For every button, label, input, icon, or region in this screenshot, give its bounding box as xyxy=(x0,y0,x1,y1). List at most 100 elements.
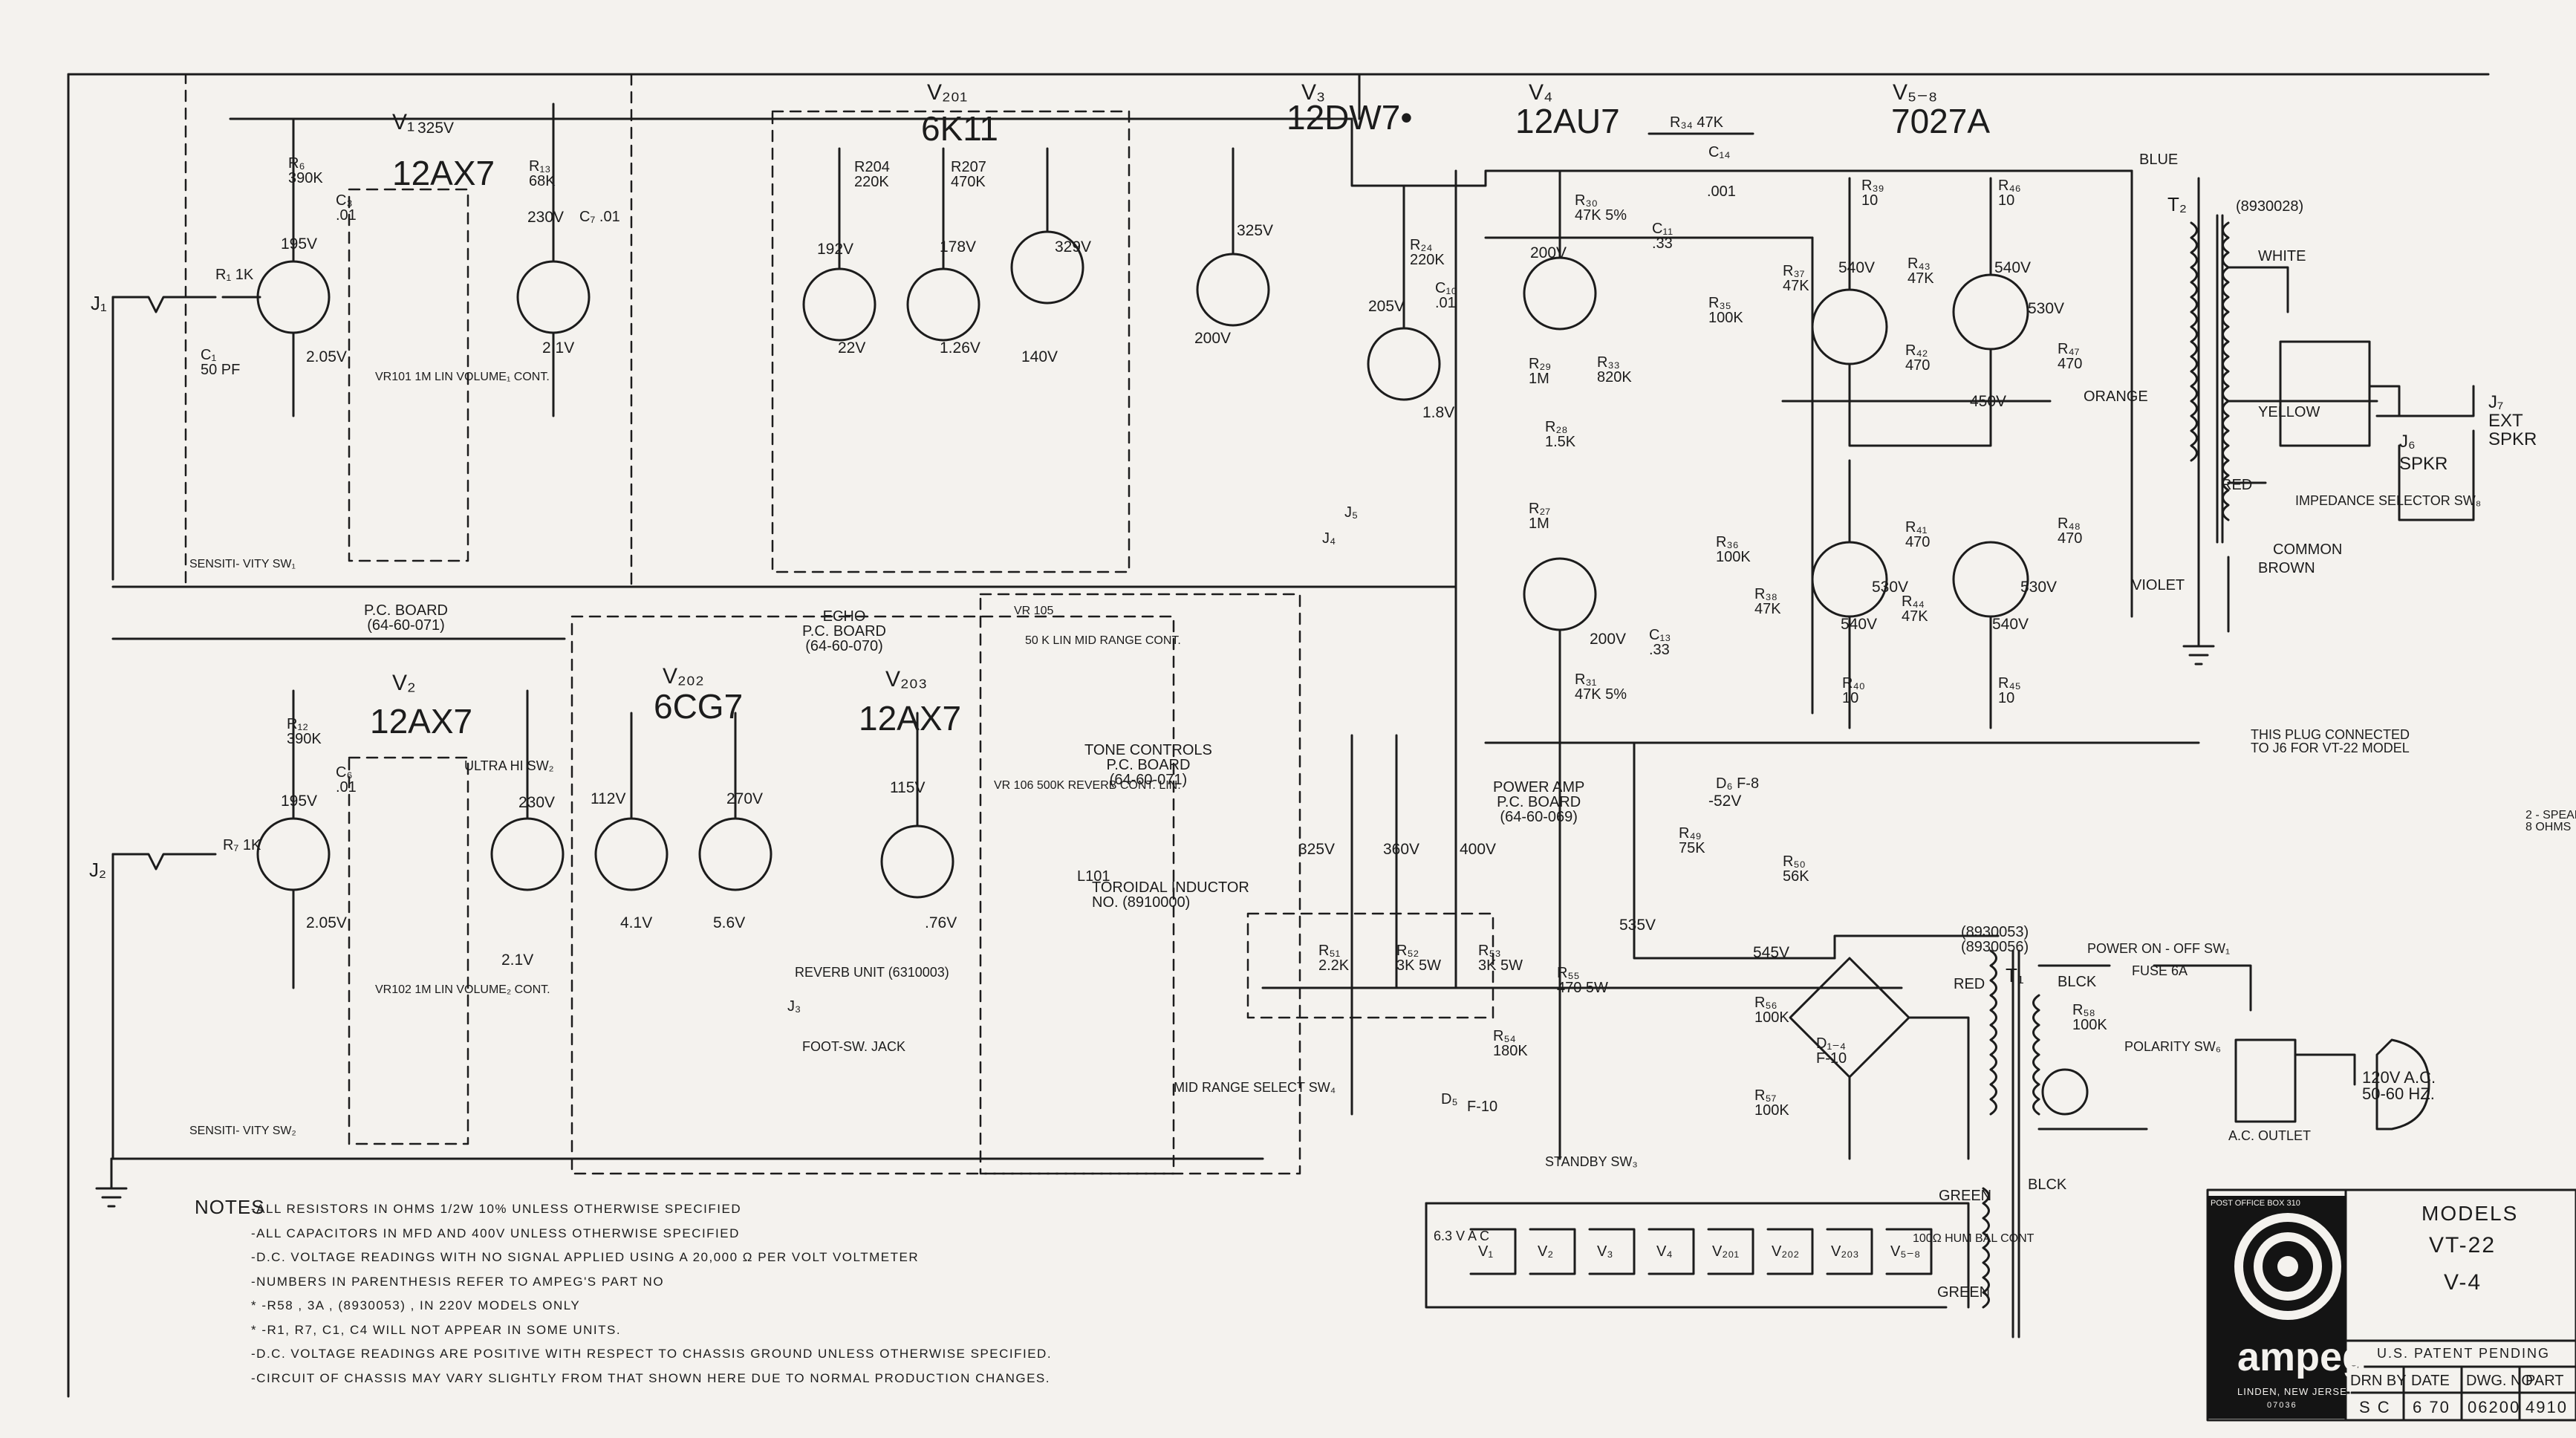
models-label: MODELS xyxy=(2421,1202,2519,1225)
note-line: -NUMBERS IN PARENTHESIS REFER TO AMPEG'S… xyxy=(251,1274,665,1289)
c6-label: C₆.01 xyxy=(336,764,357,796)
v2-designator: V₂ xyxy=(392,671,416,695)
voltage-label: 2.1V xyxy=(542,339,575,357)
t2-part: (8930028) xyxy=(2236,198,2304,215)
voltage-label: 325V xyxy=(1237,222,1274,239)
c11-label: C₁₁.33 xyxy=(1652,221,1673,252)
echo-board-outline xyxy=(771,110,1131,573)
wire-red: RED xyxy=(2221,477,2253,493)
voltage-label: 205V xyxy=(1368,298,1405,315)
v202-type: 6CG7 xyxy=(654,687,744,726)
heater-v202: V₂₀₂ xyxy=(1772,1243,1800,1260)
notes-title: NOTES xyxy=(195,1196,265,1218)
col-header-part: PART xyxy=(2525,1373,2564,1389)
col-header-drn: DRN BY xyxy=(2350,1373,2407,1389)
voltage-label: 535V xyxy=(1619,917,1656,934)
ampeg-logo-icon xyxy=(2234,1213,2341,1320)
v2-type: 12AX7 xyxy=(370,702,473,741)
pc-board-outline xyxy=(184,73,633,588)
heater-v2: V₂ xyxy=(1538,1243,1554,1260)
d6-label: D₆ F-8 xyxy=(1716,775,1760,792)
voltage-label: 230V xyxy=(527,209,565,226)
v3-designator: V₃ xyxy=(1301,80,1326,105)
v1-type: 12AX7 xyxy=(392,154,495,192)
voltage-label: -52V xyxy=(1708,793,1742,810)
voltage-label: 400V xyxy=(1460,841,1497,858)
heater-v203: V₂₀₃ xyxy=(1831,1243,1859,1260)
voltage-label: 540V xyxy=(1992,616,2029,633)
voltage-label: 325V xyxy=(417,120,455,137)
voltage-label: 270V xyxy=(726,790,764,807)
v5-8-designator: V₅₋₈ xyxy=(1893,80,1938,105)
voltage-label: 540V xyxy=(1841,616,1878,633)
heater-v201: V₂₀₁ xyxy=(1712,1243,1740,1260)
v203-type: 12AX7 xyxy=(859,699,962,738)
v201-type: 6K11 xyxy=(921,109,999,148)
wire-violet: VIOLET xyxy=(2132,577,2185,593)
jack-j7-ext: EXT xyxy=(2488,411,2523,431)
jack-j7: J₇ xyxy=(2488,392,2504,412)
jack-j5: J₅ xyxy=(1344,504,1359,521)
voltage-label: 200V xyxy=(1194,330,1232,347)
voltage-label: 450V xyxy=(1970,393,2007,410)
jack-j7-spkr: SPKR xyxy=(2488,429,2537,449)
voltage-label: 112V xyxy=(591,790,626,807)
voltage-label: 2.05V xyxy=(306,914,347,931)
impedance-label: IMPEDANCE SELECTOR SW₈ xyxy=(2295,493,2482,508)
l101-label: L101 xyxy=(1077,868,1110,885)
note-line: -CIRCUIT OF CHASSIS MAY VARY SLIGHTLY FR… xyxy=(251,1370,1050,1385)
pc-board-label: P.C. BOARD(64-60-071) xyxy=(364,602,448,634)
v3-tube-symbol xyxy=(1196,253,1270,327)
brand-name: ampeg xyxy=(2237,1335,2367,1379)
voltage-label: 530V xyxy=(2020,579,2058,596)
wire-orange: ORANGE xyxy=(2084,388,2148,405)
note-line: * -R58 , 3A , (8930053) , IN 220V MODELS… xyxy=(251,1298,581,1312)
voltage-label: 2.05V xyxy=(306,348,347,365)
v202-tube-symbol xyxy=(594,817,669,891)
wire-red2: RED xyxy=(1954,976,1985,992)
sensitivity-sw1: SENSITI- VITY SW₁ xyxy=(189,558,296,570)
foot-switch-label: FOOT-SW. JACK xyxy=(802,1039,906,1054)
voltage-label: .76V xyxy=(925,914,957,931)
model-vt22: VT-22 xyxy=(2429,1233,2497,1258)
col-header-date: DATE xyxy=(2411,1373,2450,1389)
power-switch-label: POWER ON - OFF SW₁ xyxy=(2087,941,2231,956)
jack-j2: J₂ xyxy=(89,859,107,881)
d5-type: F-10 xyxy=(1467,1099,1498,1115)
voltage-label: 230V xyxy=(518,794,556,811)
note-line: -D.C. VOLTAGE READINGS WITH NO SIGNAL AP… xyxy=(251,1250,920,1264)
v203-tube-symbol xyxy=(880,824,954,899)
voltage-label: 329V xyxy=(1055,238,1092,256)
v4-type: 12AU7 xyxy=(1515,102,1620,140)
brand-zip: 07036 xyxy=(2267,1401,2297,1410)
mid-range-control: 50 K LIN MID RANGE CONT. xyxy=(1025,634,1181,647)
ac-outlet-symbol xyxy=(2234,1038,2297,1123)
pilot-lamp-symbol xyxy=(2041,1068,2089,1116)
voltage-label: 1.26V xyxy=(940,339,980,357)
wire-blck: BLCK xyxy=(2058,974,2097,990)
c14-value: .001 xyxy=(1707,183,1736,200)
vr105-label: VR 105 xyxy=(1014,605,1054,617)
po-box: POST OFFICE BOX 310 xyxy=(2211,1199,2300,1208)
v203-designator: V₂₀₃ xyxy=(885,667,928,692)
